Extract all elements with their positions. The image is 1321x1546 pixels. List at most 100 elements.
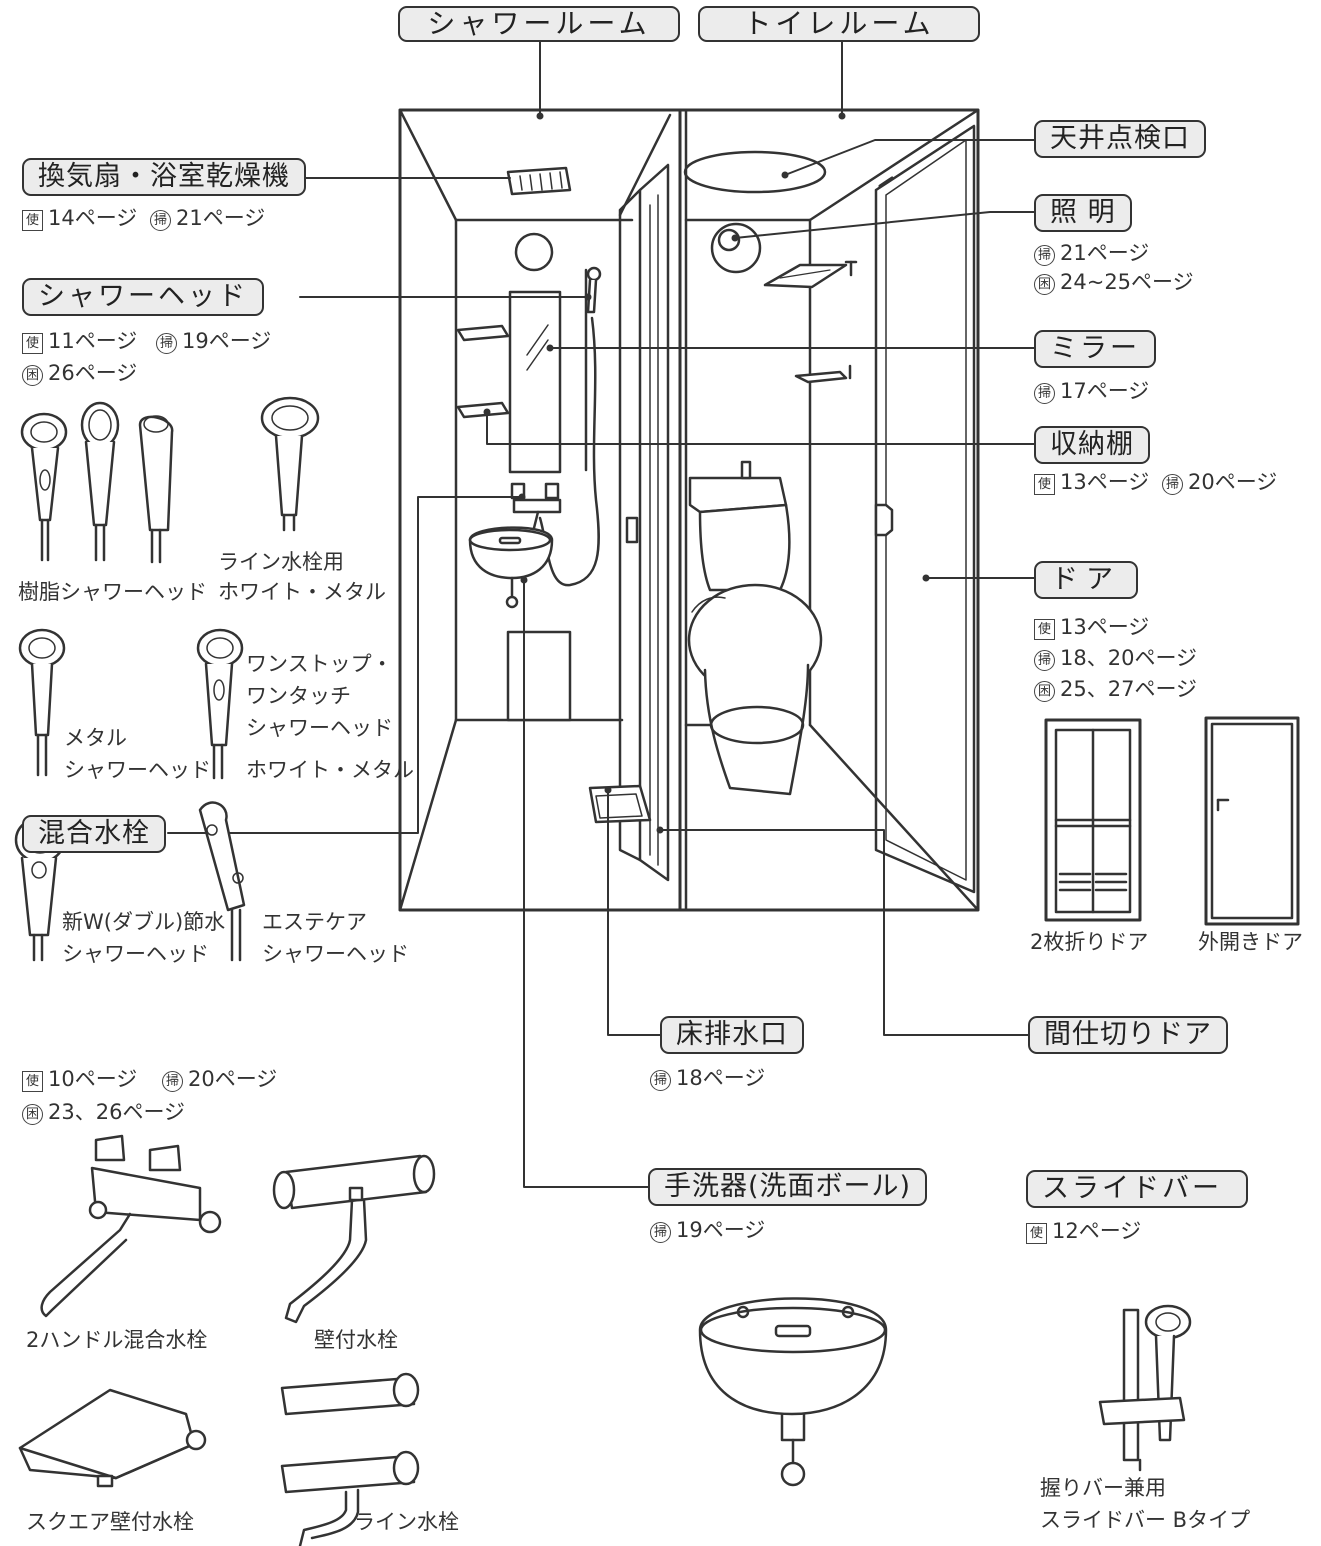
clean-mark-icon: 掃	[1034, 245, 1055, 266]
ref-page: 18ページ	[676, 1066, 766, 1090]
ref-page: 21ページ	[176, 206, 266, 230]
caption-one-stop-2: ワンタッチ	[246, 684, 351, 708]
resin-shower-heads-illustration	[20, 401, 174, 564]
ref-page: 19ページ	[676, 1218, 766, 1242]
caption-one-stop-3: シャワーヘッド	[246, 716, 393, 740]
ref-page: 13ページ	[1060, 470, 1150, 494]
use-mark-icon: 使	[1034, 474, 1055, 495]
caption-one-stop-1: ワンストップ・	[246, 652, 393, 676]
lighting-label: 照 明	[1034, 194, 1132, 232]
use-mark-icon: 使	[22, 333, 43, 354]
ref-page: 24~25ページ	[1060, 270, 1194, 294]
floor-drain-label: 床排水口	[660, 1016, 804, 1054]
caption-square-faucet: スクエア壁付水栓	[26, 1510, 194, 1534]
fan-dryer-label: 換気扇・浴室乾燥機	[22, 158, 306, 196]
caption-new-w-2: シャワーヘッド	[62, 942, 209, 966]
shower-room-fixtures	[456, 166, 652, 824]
ref-page: 20ページ	[188, 1067, 278, 1091]
hand-basin-illustration	[698, 1297, 888, 1487]
shelf-label: 収納棚	[1034, 426, 1150, 464]
trouble-mark-icon: 困	[22, 365, 43, 386]
caption-estecare-2: シャワーヘッド	[262, 942, 409, 966]
clean-mark-icon: 掃	[156, 333, 177, 354]
caption-one-stop-4: ホワイト・メタル	[246, 758, 414, 782]
caption-line-faucet: ライン水栓	[354, 1510, 459, 1534]
slide-bar-label: スライドバー	[1026, 1170, 1248, 1208]
caption-grip-bar-1: 握りバー兼用	[1040, 1476, 1166, 1500]
clean-mark-icon: 掃	[1034, 383, 1055, 404]
ref-page: 13ページ	[1060, 615, 1150, 639]
ref-page: 11ページ	[48, 329, 138, 353]
caption-line-faucet-head-2: ホワイト・メタル	[218, 580, 386, 604]
caption-outward-door: 外開きドア	[1198, 930, 1303, 954]
use-mark-icon: 使	[22, 210, 43, 231]
clean-mark-icon: 掃	[150, 210, 171, 231]
hand-basin-label: 手洗器(洗面ボール)	[648, 1168, 928, 1206]
shower-head-label: シャワーヘッド	[22, 278, 264, 316]
ref-page: 20ページ	[1188, 470, 1278, 494]
use-mark-icon: 使	[22, 1071, 43, 1092]
clean-mark-icon: 掃	[650, 1070, 671, 1091]
leader-dots	[483, 112, 930, 834]
caption-estecare-1: エステケア	[262, 910, 367, 934]
toilet-room-label: トイレルーム	[698, 6, 980, 42]
ceiling-hatch-label: 天井点検口	[1034, 120, 1206, 158]
use-mark-icon: 使	[1026, 1223, 1047, 1244]
caption-metal-head-1: メタル	[64, 726, 127, 750]
ref-page: 18、20ページ	[1060, 646, 1198, 670]
ref-page: 25、27ページ	[1060, 677, 1198, 701]
caption-grip-bar-2: スライドバー Bタイプ	[1040, 1508, 1251, 1532]
ref-page: 19ページ	[182, 329, 272, 353]
trouble-mark-icon: 困	[1034, 274, 1055, 295]
caption-new-w-1: 新W(ダブル)節水	[62, 910, 226, 934]
line-faucet-illustration	[280, 1372, 420, 1546]
slide-bar-illustration	[1098, 1304, 1192, 1472]
caption-resin-head: 樹脂シャワーヘッド	[18, 580, 207, 604]
toilet-room-structure	[683, 108, 980, 912]
mirror-label: ミラー	[1034, 330, 1156, 368]
caption-line-faucet-head-1: ライン水栓用	[218, 550, 344, 574]
caption-metal-head-2: シャワーヘッド	[64, 758, 211, 782]
clean-mark-icon: 掃	[162, 1071, 183, 1092]
ref-page: 23、26ページ	[48, 1100, 186, 1124]
partition-door-label: 間仕切りドア	[1028, 1016, 1228, 1054]
door-label: ドア	[1034, 561, 1138, 599]
use-mark-icon: 使	[1034, 619, 1055, 640]
outward-door-illustration	[1204, 716, 1300, 926]
clean-mark-icon: 掃	[1162, 474, 1183, 495]
two-handle-faucet-illustration	[40, 1134, 222, 1318]
line-faucet-shower-head-illustration	[260, 396, 320, 532]
leader-lines	[167, 39, 1035, 1188]
ref-page: 12ページ	[1052, 1219, 1142, 1243]
one-stop-shower-head-illustration	[196, 628, 244, 780]
caption-two-handle: 2ハンドル混合水栓	[26, 1328, 208, 1352]
wall-faucet-illustration	[272, 1154, 436, 1324]
estecare-shower-head-illustration	[198, 801, 246, 962]
clean-mark-icon: 掃	[1034, 650, 1055, 671]
clean-mark-icon: 掃	[650, 1222, 671, 1243]
trouble-mark-icon: 困	[22, 1104, 43, 1125]
ref-page: 10ページ	[48, 1067, 138, 1091]
trouble-mark-icon: 困	[1034, 681, 1055, 702]
ref-page: 17ページ	[1060, 379, 1150, 403]
caption-wall-faucet: 壁付水栓	[314, 1328, 398, 1352]
ref-page: 26ページ	[48, 361, 138, 385]
shower-room-structure	[398, 108, 980, 912]
square-faucet-illustration	[18, 1388, 207, 1488]
